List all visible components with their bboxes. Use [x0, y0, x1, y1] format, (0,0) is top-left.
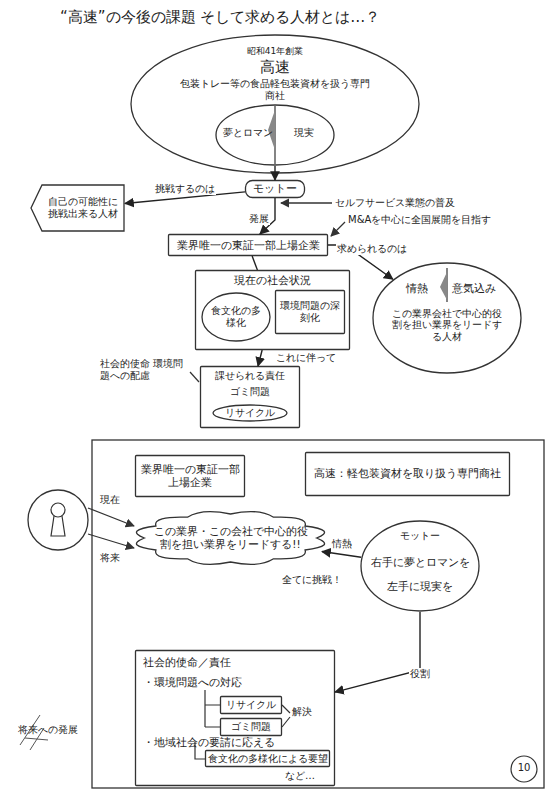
connector-arrow	[335, 612, 420, 692]
ellipse-node: リサイクル	[212, 404, 288, 422]
ellipse-node: 情熱意気込みこの業界会社で中心的役割を担い業界をリードする人材	[372, 262, 522, 374]
hatch-mark	[440, 272, 447, 300]
node-text: ・環境問題への対応	[143, 676, 327, 689]
leader-arrow	[88, 534, 134, 548]
ellipse-node: モットー右手に夢とロマンを左手に現実を	[360, 520, 480, 612]
connector-arrow	[258, 350, 262, 366]
node-text: モットー	[395, 530, 445, 542]
node-text: 自己の可能性に挑戦出来る人材	[44, 196, 121, 220]
leader-arrow	[88, 508, 134, 526]
process-box: 環境問題の深刻化	[275, 290, 345, 334]
ellipse-node: 昭和41年創業高速包装トレー等の食品軽包装資材を扱う専門商社夢とロマン現実	[130, 34, 420, 174]
node-text: ゴミ問題	[200, 386, 300, 398]
connector-label: これに伴って	[275, 352, 337, 364]
note-label: 将来への発展	[18, 724, 88, 736]
process-box: 課せられる責任ゴミ問題リサイクル	[200, 366, 300, 428]
node-text: 社会的使命／責任	[143, 656, 327, 669]
person-icon	[28, 490, 88, 550]
leader-arrow	[331, 222, 345, 236]
node-text: 高速	[225, 58, 325, 76]
tag-box: モットー	[245, 180, 305, 198]
process-box: ゴミ問題	[220, 718, 282, 736]
bracket-line	[205, 690, 220, 727]
connector-label: 役割	[409, 668, 431, 680]
node-text: 情熱	[392, 282, 442, 295]
bracket-line	[282, 705, 290, 727]
node-text: 昭和41年創業	[225, 46, 325, 57]
note-label: セルフサービス業態の普及	[335, 197, 485, 209]
bracket-line	[190, 372, 199, 382]
page-number-circle	[511, 756, 537, 782]
process-box: 社会的使命／責任・環境問題への対応・地域社会の要請に応えるなど… リサイクルゴミ問…	[135, 650, 335, 786]
note-label: 全てに挑戦！	[282, 574, 362, 586]
cloud-node: この業界・この会社で中心的役割を担い業界をリードする!!	[128, 508, 333, 568]
process-box: 現在の社会状況食文化の多様化環境問題の深刻化	[195, 270, 350, 350]
note-label: 現在	[93, 494, 127, 506]
node-text: リサイクル	[226, 699, 276, 711]
node-text: 食文化の多様化	[209, 305, 263, 329]
arrow-shape-box: 自己の可能性に挑戦出来る人材	[30, 184, 125, 232]
node-text: 包装トレー等の食品軽包装資材を扱う専門商社	[180, 78, 370, 102]
node-text: この業界・この会社で中心的役割を担い業界をリードする!!	[152, 525, 309, 550]
ellipse-node: 食文化の多様化	[201, 292, 271, 342]
node-text: 業界唯一の東証一部上場企業	[177, 239, 320, 252]
connector-label: 挑戦するのは	[154, 183, 216, 195]
process-box: リサイクル	[220, 696, 282, 714]
node-text: リサイクル	[225, 407, 275, 419]
note-label: 社会的使命 環境問題への配慮	[100, 358, 190, 382]
keyhole-symbol	[51, 516, 65, 536]
node-text: ゴミ問題	[231, 721, 271, 733]
note-label: 将来	[93, 552, 127, 564]
process-box: 業界唯一の東証一部上場企業	[135, 455, 245, 497]
node-text: 課せられる責任	[200, 370, 300, 382]
process-box: 高速：軽包装資材を取り扱う専門商社	[305, 452, 510, 496]
node-text: ・地域社会の要請に応える	[143, 736, 327, 749]
node-text: 右手に夢とロマンを	[368, 556, 472, 569]
node-text: 左手に現実を	[368, 580, 472, 593]
connector-label: 情熱	[331, 538, 353, 550]
node-text: 現実	[277, 127, 331, 139]
connector-arrow	[252, 256, 257, 270]
node-text: 環境問題の深刻化	[279, 300, 341, 324]
note-label: 解決	[292, 706, 322, 718]
node-text: 業界唯一の東証一部上場企業	[139, 463, 241, 489]
connector-arrow	[322, 552, 361, 558]
node-text: 食文化の多様化による要望	[208, 753, 328, 765]
node-text: モットー	[253, 182, 297, 195]
process-box: 業界唯一の東証一部上場企業	[168, 234, 328, 256]
node-text: 高速：軽包装資材を取り扱う専門商社	[314, 467, 501, 480]
process-box: 食文化の多様化による要望	[205, 750, 330, 767]
leader-arrow	[281, 202, 332, 203]
node-text: 夢とロマン	[219, 127, 277, 139]
connector-label: 発展	[248, 213, 270, 225]
page-title: “高速”の今後の課題 そして求める人材とは…？	[60, 8, 380, 27]
note-label: M&Aを中心に全国展開を目指す	[348, 214, 528, 226]
connector-label: 求められるのは	[336, 243, 408, 255]
note-label: 10	[511, 762, 537, 774]
section-frame	[92, 440, 544, 788]
node-text: など…	[285, 770, 330, 782]
node-text: 現在の社会状況	[195, 274, 350, 287]
ellipse-node: 夢とロマン現実	[215, 104, 335, 166]
keyhole-symbol	[51, 503, 65, 517]
node-text: この業界会社で中心的役割を担い業界をリードする人材	[390, 308, 504, 342]
node-text: 意気込み	[444, 282, 504, 295]
